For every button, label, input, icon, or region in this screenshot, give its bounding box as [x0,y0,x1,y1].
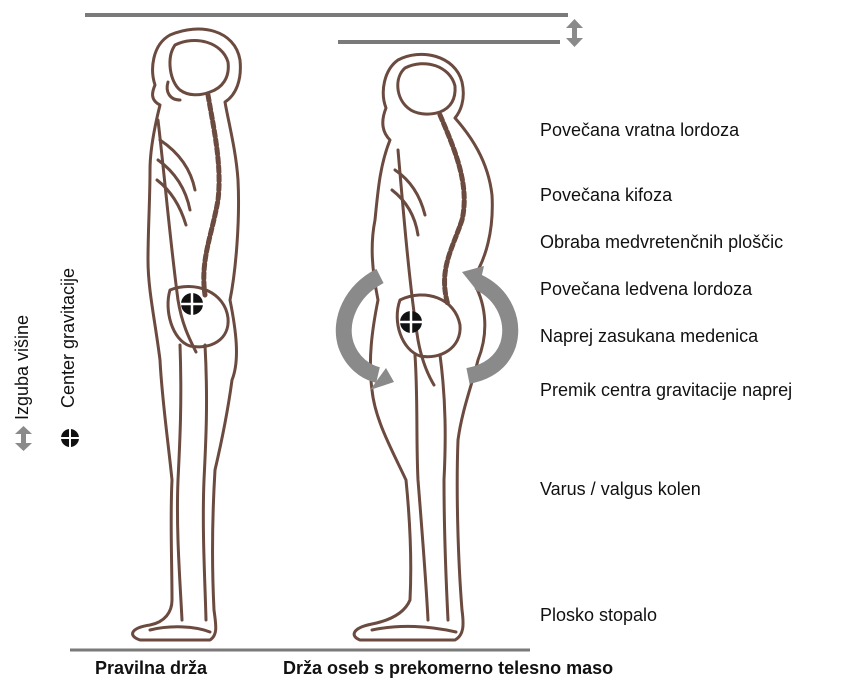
label-cervical-lordosis: Povečana vratna lordoza [540,120,739,141]
correct-posture-figure [133,29,241,640]
overweight-posture-figure [354,54,492,640]
label-lumbar-lordosis: Povečana ledvena lordoza [540,279,752,300]
gravity-center-icon [61,429,79,447]
label-kyphosis: Povečana kifoza [540,185,672,206]
legend-center-gravity: Center gravitacije [58,268,79,408]
double-arrow-icon [566,19,583,47]
legend-height-loss: Izguba višine [12,315,33,420]
double-arrow-icon [15,426,32,451]
label-knee-varus-valgus: Varus / valgus kolen [540,479,701,500]
gravity-center-icon [400,311,422,333]
caption-overweight-posture: Drža oseb s prekomerno telesno maso [283,658,613,679]
label-pelvic-tilt: Naprej zasukana medenica [540,326,758,347]
gravity-center-icon [181,293,203,315]
label-gravity-shift: Premik centra gravitacije naprej [540,380,792,401]
label-flat-foot: Plosko stopalo [540,605,657,626]
caption-correct-posture: Pravilna drža [95,658,207,679]
label-disc-wear: Obraba medvretenčnih ploščic [540,232,783,253]
